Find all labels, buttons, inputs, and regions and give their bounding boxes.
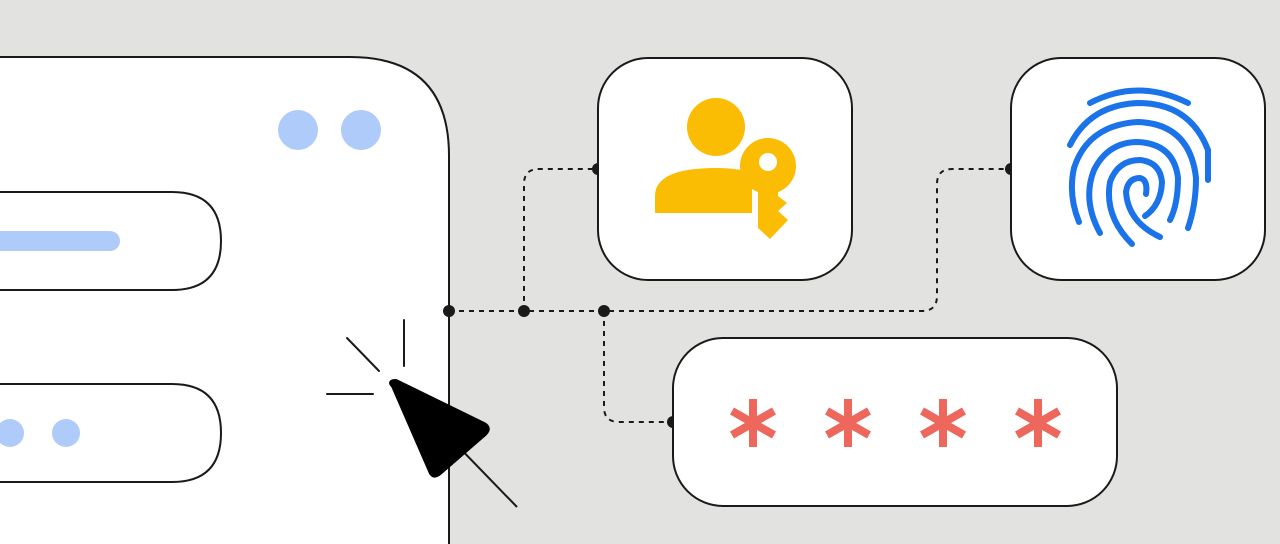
password-asterisk-icon: [1015, 399, 1061, 447]
user-key-icon-hole: [759, 153, 777, 171]
mouse-pointer-icon: [389, 379, 518, 508]
password-field-dot-2: [52, 419, 80, 447]
password-field-dot-1: [0, 419, 24, 447]
password-card-frame: [672, 337, 1118, 507]
connector-lines: [449, 168, 1011, 423]
node-window: [443, 305, 455, 317]
password-asterisk-icon: [730, 399, 776, 447]
username-field-text-placeholder: [0, 231, 120, 251]
connector-user-key: [523, 168, 598, 311]
window-dot-2: [341, 110, 381, 150]
click-burst: [326, 319, 405, 395]
password-asterisk-icon: [920, 399, 966, 447]
fingerprint-card: [1010, 57, 1266, 281]
password-asterisks: [730, 399, 1061, 447]
username-field: [0, 191, 223, 291]
password-card: [672, 337, 1118, 507]
node-split-2: [598, 305, 610, 317]
fingerprint-card-frame: [1010, 57, 1266, 281]
app-window: [0, 56, 450, 544]
user-key-card: [597, 57, 853, 281]
password-asterisk-icon: [825, 399, 871, 447]
connector-password: [603, 311, 673, 423]
password-field: [0, 383, 223, 483]
node-split-1: [518, 305, 530, 317]
password-field-frame: [0, 383, 223, 483]
window-dot-1: [278, 110, 318, 150]
fingerprint-icon: [1067, 87, 1211, 247]
connector-main: [449, 168, 1011, 312]
